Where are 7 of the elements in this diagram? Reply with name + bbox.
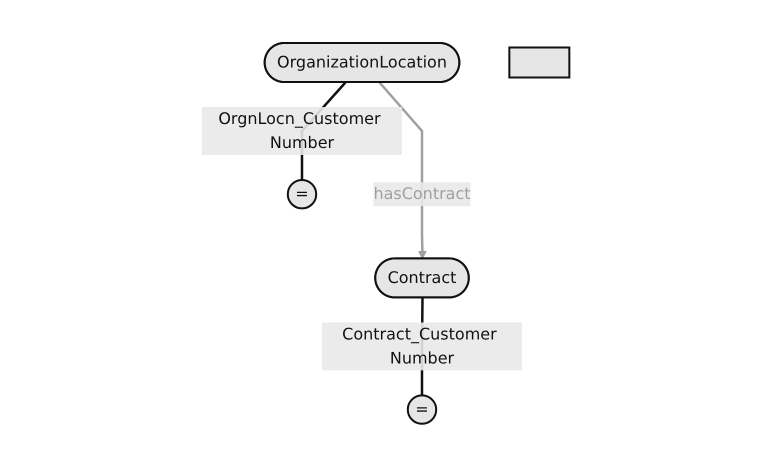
- node-circle: =: [287, 178, 318, 209]
- node-box: [508, 46, 571, 78]
- arrow: [378, 81, 428, 259]
- edge-label: Contract_Customer Number: [342, 324, 498, 367]
- node-circle: =: [407, 394, 438, 424]
- edge-label: hasContract: [374, 184, 471, 203]
- edge-label: OrgnLocn_Customer Number: [218, 108, 381, 152]
